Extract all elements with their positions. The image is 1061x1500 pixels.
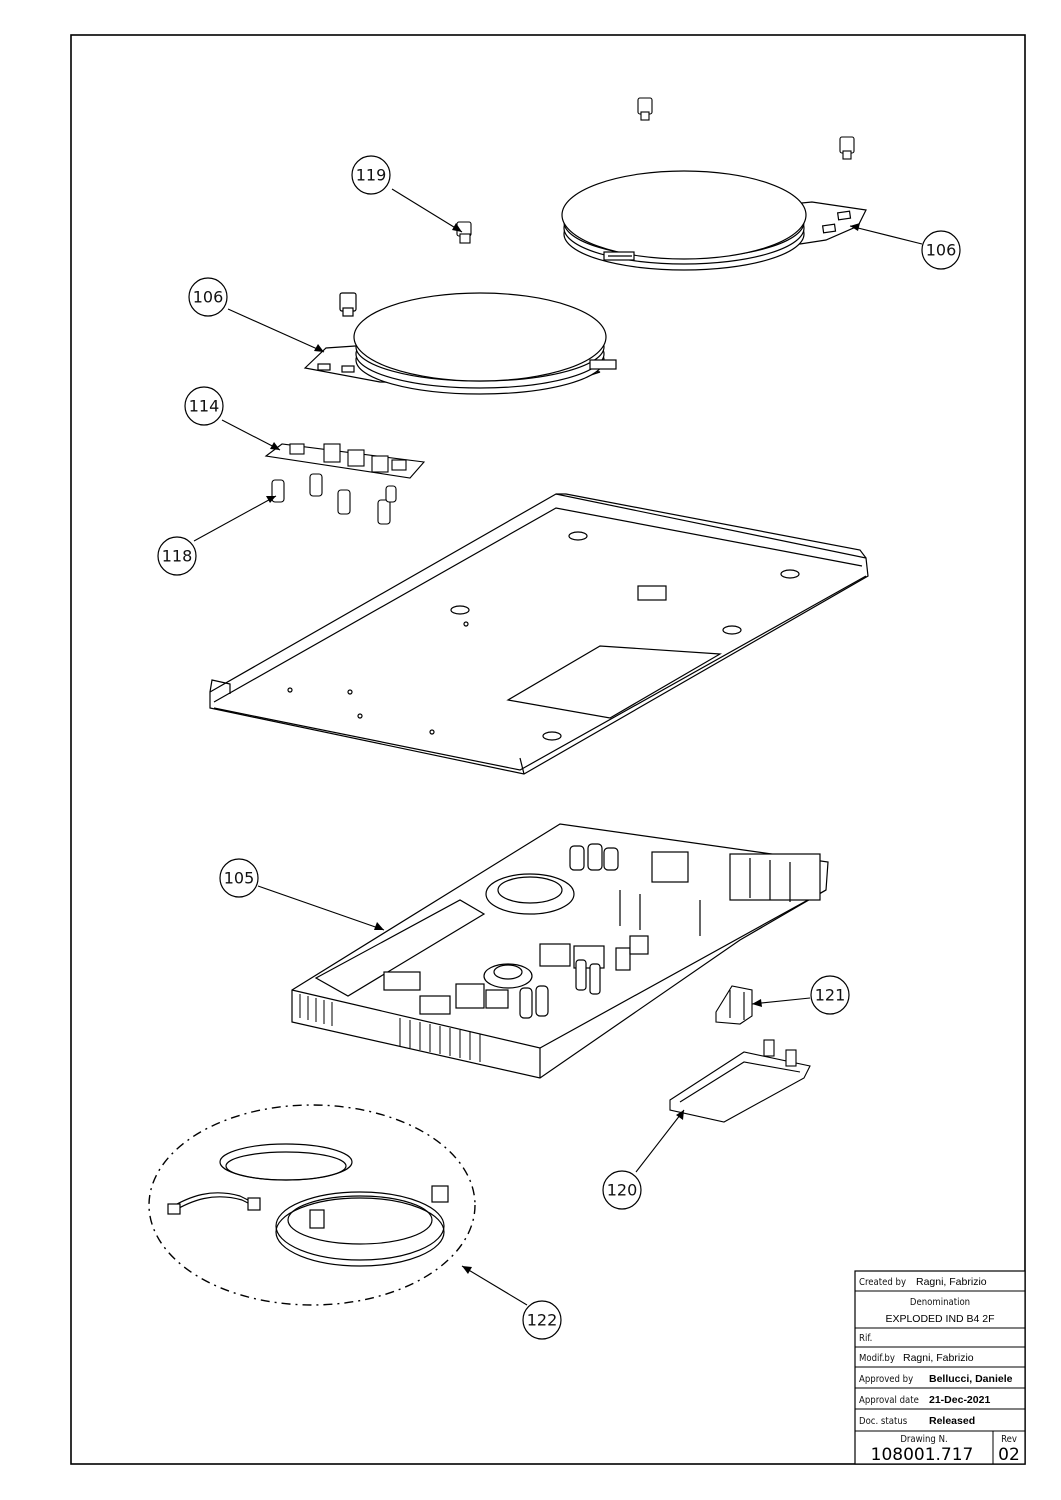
induction-coil-left bbox=[303, 292, 617, 395]
leader-lines bbox=[193, 188, 923, 1306]
bottom-tray bbox=[209, 493, 869, 775]
svg-text:122: 122 bbox=[527, 1311, 558, 1330]
doc-status-value: Released bbox=[929, 1415, 975, 1427]
clip-119 bbox=[456, 221, 472, 244]
callout-106-right: 106 bbox=[921, 230, 961, 270]
drawing-number-value: 108001.717 bbox=[871, 1445, 974, 1465]
drawing-frame bbox=[70, 34, 1026, 1465]
callout-120: 120 bbox=[602, 1170, 642, 1210]
approval-date-label: Approval date bbox=[859, 1395, 919, 1406]
svg-text:120: 120 bbox=[607, 1181, 638, 1200]
callout-122: 122 bbox=[522, 1300, 562, 1340]
drawing-number-label: Drawing N. bbox=[900, 1434, 947, 1445]
approval-date-value: 21-Dec-2021 bbox=[929, 1394, 990, 1406]
svg-text:119: 119 bbox=[356, 166, 387, 185]
doc-status-label: Doc. status bbox=[859, 1416, 908, 1427]
main-housing-105 bbox=[291, 823, 829, 1079]
callout-118: 118 bbox=[157, 536, 197, 576]
rif-label: Rif. bbox=[859, 1333, 872, 1344]
svg-text:105: 105 bbox=[224, 869, 255, 888]
approved-by-label: Approved by bbox=[859, 1374, 913, 1385]
svg-text:118: 118 bbox=[162, 547, 193, 566]
rev-label: Rev bbox=[1001, 1434, 1017, 1445]
induction-coil-right bbox=[561, 170, 867, 271]
callout-106-left: 106 bbox=[188, 277, 228, 317]
control-board-114 bbox=[264, 443, 426, 479]
svg-text:106: 106 bbox=[926, 241, 957, 260]
title-block: Created by Ragni, Fabrizio Denomination … bbox=[854, 1270, 1026, 1465]
callout-114: 114 bbox=[184, 386, 224, 426]
modified-by-value: Ragni, Fabrizio bbox=[903, 1352, 974, 1364]
callout-119-top: 119 bbox=[351, 155, 391, 195]
bracket-120 bbox=[669, 1039, 811, 1123]
bracket-121 bbox=[715, 985, 753, 1025]
denomination-label: Denomination bbox=[910, 1297, 970, 1308]
spacers-118 bbox=[271, 473, 397, 525]
rev-value: 02 bbox=[998, 1445, 1020, 1465]
clip-top bbox=[637, 97, 855, 160]
svg-text:121: 121 bbox=[815, 986, 846, 1005]
svg-text:106: 106 bbox=[193, 288, 224, 307]
svg-text:114: 114 bbox=[189, 397, 220, 416]
callout-121: 121 bbox=[810, 975, 850, 1015]
callout-105: 105 bbox=[219, 858, 259, 898]
denomination-value: EXPLODED IND B4 2F bbox=[885, 1313, 994, 1325]
approved-by-value: Bellucci, Daniele bbox=[929, 1373, 1013, 1385]
modified-by-label: Modif.by bbox=[859, 1353, 895, 1364]
cable-kit-122 bbox=[148, 1104, 476, 1306]
created-by-value: Ragni, Fabrizio bbox=[916, 1276, 987, 1288]
leader-arrowheads bbox=[266, 223, 860, 1274]
created-by-label: Created by bbox=[859, 1277, 906, 1288]
